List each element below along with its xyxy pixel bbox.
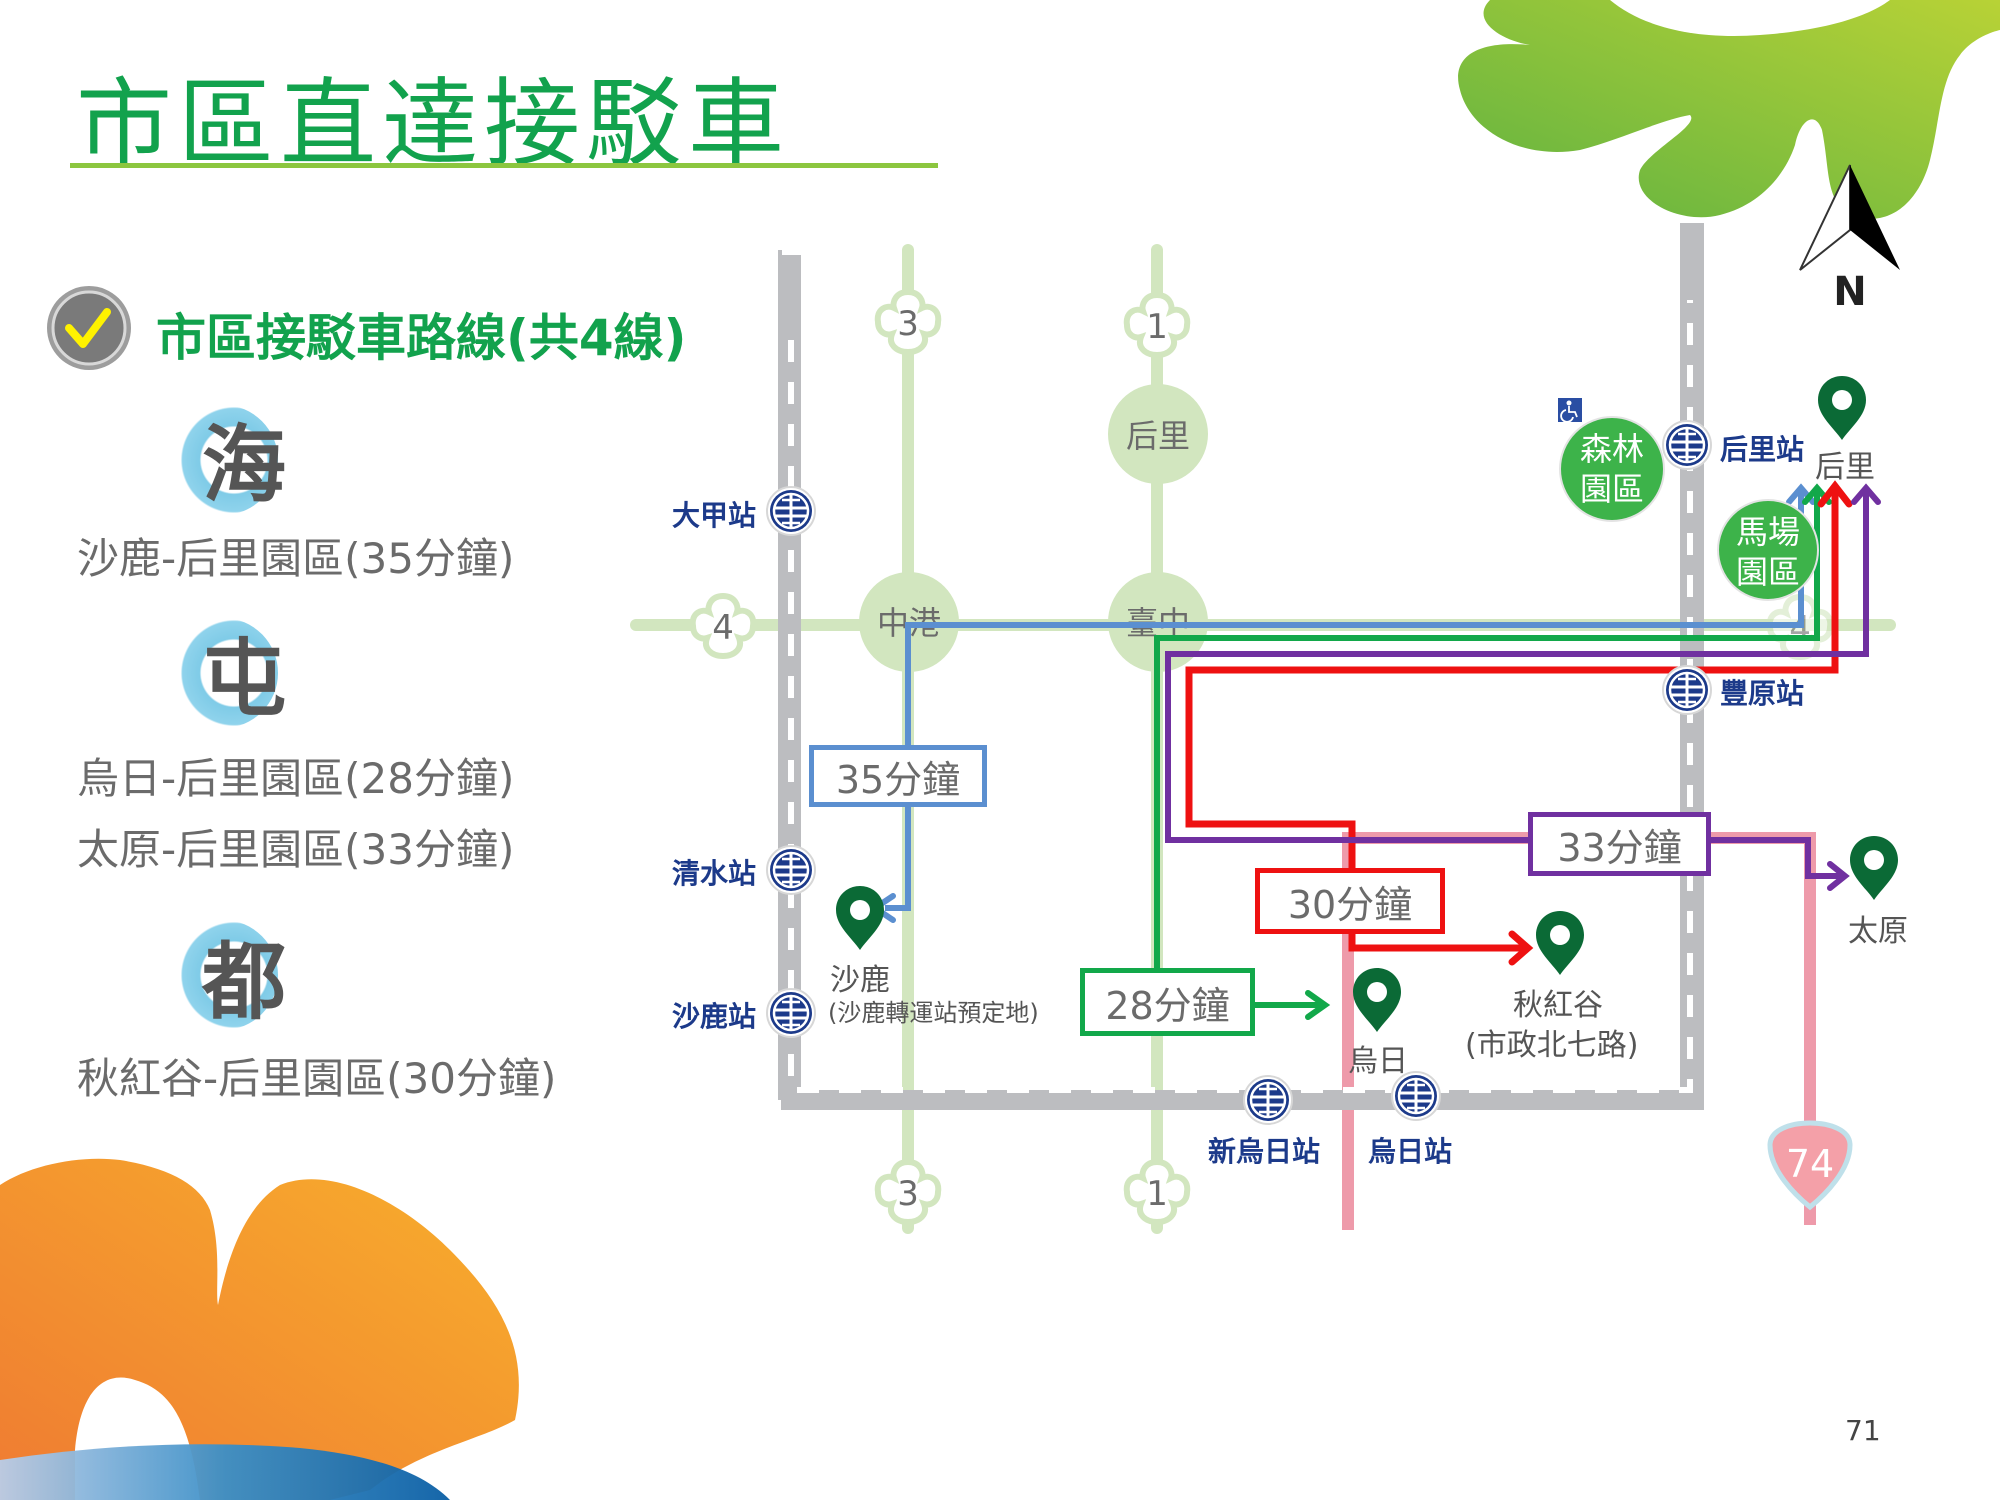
title-underline xyxy=(70,163,938,168)
destination-label-houli: 后里 xyxy=(1815,450,1875,485)
destination-label-wuri: 烏日 xyxy=(1348,1044,1408,1079)
svg-text:4: 4 xyxy=(712,608,734,648)
route-line-qiuhonggu xyxy=(1185,480,1853,966)
north-arrow-icon: N xyxy=(1799,164,1900,315)
page-number: 71 xyxy=(1845,1414,1881,1447)
green-leaf-shape xyxy=(1458,0,2000,219)
district-label-tun: 屯 xyxy=(202,630,287,728)
interchange-houli: 后里 xyxy=(1108,384,1208,484)
pin-houli xyxy=(1818,376,1866,440)
district-splash-tun xyxy=(168,618,278,728)
duration-box-wuri: 28分鐘 xyxy=(1080,968,1255,1036)
station-fengyuan xyxy=(1661,664,1713,716)
destination-note-qiuhonggu: (市政北七路) xyxy=(1465,1028,1639,1063)
route-item-shalu: 沙鹿-后里園區(35分鐘) xyxy=(77,534,515,583)
duration-box-taiyuan: 33分鐘 xyxy=(1528,812,1711,876)
page-title: 市區直達接駁車 xyxy=(76,68,790,180)
station-shalu xyxy=(765,987,817,1039)
wheelchair-accessible-icon xyxy=(1558,398,1582,423)
station-dajia xyxy=(765,485,817,537)
destination-label-qiuhonggu: 秋紅谷 xyxy=(1513,988,1603,1023)
station-xinwuri xyxy=(1242,1074,1294,1126)
highway-74-shield: 74 xyxy=(1767,1120,1853,1211)
svg-text:園區: 園區 xyxy=(1580,470,1644,508)
white-leaf-cutout xyxy=(1610,0,1890,36)
pin-shalu xyxy=(836,886,884,950)
svg-text:園區: 園區 xyxy=(1736,553,1800,591)
road-marker-3-bottom: 3 xyxy=(878,1162,939,1222)
pin-qiuhonggu xyxy=(1536,911,1584,975)
road-marker-3-top: 3 xyxy=(878,292,939,352)
svg-text:3: 3 xyxy=(897,304,919,344)
pin-wuri xyxy=(1353,968,1401,1032)
svg-text:1: 1 xyxy=(1146,307,1168,347)
duration-box-qiuhonggu: 30分鐘 xyxy=(1255,868,1445,934)
station-label-qingshui: 清水站 xyxy=(672,857,757,890)
blue-wave-shape xyxy=(0,1444,450,1500)
park-forest: 森林 園區 xyxy=(1559,416,1665,522)
station-label-wuri: 烏日站 xyxy=(1368,1135,1453,1168)
district-label-du: 都 xyxy=(202,933,287,1031)
road-marker-1-bottom: 1 xyxy=(1127,1162,1188,1222)
svg-text:3: 3 xyxy=(897,1174,919,1214)
destination-note-shalu: (沙鹿轉運站預定地) xyxy=(828,999,1039,1027)
road-marker-4: 4 xyxy=(693,596,754,656)
route-item-qiuhonggu: 秋紅谷-后里園區(30分鐘) xyxy=(77,1054,557,1103)
station-label-houli: 后里站 xyxy=(1720,433,1805,466)
orange-leaf-shape xyxy=(0,1158,519,1500)
station-label-xinwuri: 新烏日站 xyxy=(1208,1135,1321,1168)
station-label-fengyuan: 豐原站 xyxy=(1720,677,1805,710)
destination-label-taiyuan: 太原 xyxy=(1848,914,1908,949)
svg-text:馬場: 馬場 xyxy=(1736,513,1800,551)
route-item-wuri: 烏日-后里園區(28分鐘) xyxy=(77,754,515,803)
interchange-houli-label: 后里 xyxy=(1126,417,1190,455)
checkmark-badge-icon xyxy=(47,286,131,370)
duration-box-shalu: 35分鐘 xyxy=(809,745,987,807)
routes-heading: 市區接駁車路線(共4線) xyxy=(156,309,687,367)
svg-text:森林: 森林 xyxy=(1580,430,1644,468)
svg-text:1: 1 xyxy=(1146,1174,1168,1214)
svg-text:74: 74 xyxy=(1786,1142,1834,1186)
station-qingshui xyxy=(765,844,817,896)
svg-text:N: N xyxy=(1833,269,1866,315)
district-splash-sea xyxy=(168,405,278,515)
station-label-shalu: 沙鹿站 xyxy=(672,1000,757,1033)
district-label-sea: 海 xyxy=(202,416,287,514)
route-item-taiyuan: 太原-后里園區(33分鐘) xyxy=(77,825,515,874)
pin-taiyuan xyxy=(1850,836,1898,900)
station-houli xyxy=(1661,419,1713,471)
destination-label-shalu: 沙鹿 xyxy=(830,963,890,998)
station-label-dajia: 大甲站 xyxy=(672,499,757,532)
road-marker-1-top: 1 xyxy=(1127,295,1188,355)
park-horse-farm: 馬場 園區 xyxy=(1717,499,1819,601)
district-splash-du xyxy=(168,920,278,1030)
route-line-taiyuan xyxy=(1165,483,1881,891)
